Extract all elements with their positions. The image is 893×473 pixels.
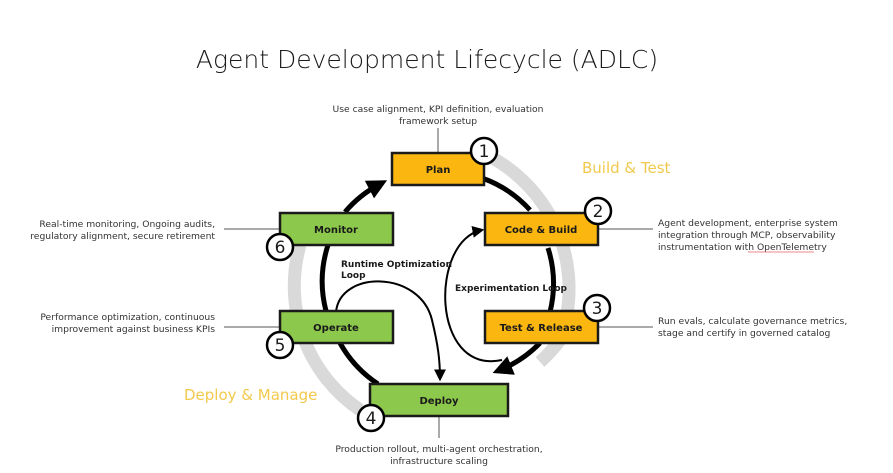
description-plan: Use case alignment, KPI definition, eval…	[333, 104, 544, 127]
stage-box	[368, 382, 510, 418]
cycle-arc-test-to-deploy	[492, 341, 542, 375]
stage-monitor[interactable]: Monitor 6	[265, 211, 395, 262]
stage-label: Monitor	[314, 225, 358, 236]
description-line: improvement against business KPIs	[52, 324, 216, 335]
stage-plan[interactable]: Plan 1	[390, 136, 499, 187]
stage-box	[278, 211, 395, 247]
description-line: infrastructure scaling	[390, 456, 488, 467]
stage-test-release[interactable]: Test & Release 3	[483, 293, 612, 345]
cycle-arc-deploy-to-operate	[337, 341, 380, 387]
description-line: Real-time monitoring, Ongoing audits,	[39, 219, 215, 230]
description-line: integration through MCP, observability	[658, 230, 836, 241]
stage-box	[483, 211, 600, 247]
runtime-loop-label-line1: Runtime Optimization	[341, 260, 452, 270]
step-number: 5	[275, 336, 286, 356]
stage-label: Test & Release	[500, 323, 583, 334]
stage-label: Plan	[426, 165, 451, 176]
description-line: stage and certify in governed catalog	[658, 328, 830, 339]
cycle-arc-monitor-to-plan	[343, 180, 388, 214]
stage-label: Code & Build	[505, 225, 578, 236]
runtime-optimization-loop-arrow	[335, 280, 446, 382]
phase-label-build-test: Build & Test	[582, 159, 671, 177]
description-code-build: Agent development, enterprise system int…	[658, 218, 838, 253]
cycle-arc-operate-to-monitor	[319, 244, 331, 312]
stage-code-build[interactable]: Code & Build 2	[483, 196, 613, 247]
description-line: Use case alignment, KPI definition, eval…	[333, 104, 544, 115]
step-number: 4	[366, 409, 377, 429]
stage-operate[interactable]: Operate 5	[265, 309, 395, 360]
description-line: Agent development, enterprise system	[658, 218, 838, 229]
description-line: Performance optimization, continuous	[40, 312, 215, 323]
stage-box	[483, 309, 600, 345]
stage-label: Operate	[313, 323, 359, 334]
stage-deploy[interactable]: Deploy 4	[356, 382, 510, 433]
description-line: framework setup	[399, 116, 477, 127]
stage-box	[278, 309, 395, 345]
description-line: regulatory alignment, secure retirement	[30, 231, 215, 242]
step-number: 3	[592, 299, 603, 319]
step-number-circle	[265, 330, 295, 360]
description-operate: Performance optimization, continuous imp…	[40, 312, 215, 335]
step-number-circle	[265, 232, 295, 262]
experimentation-loop-arrow	[444, 225, 503, 363]
description-line: instrumentation with OpenTelemetry	[658, 242, 827, 253]
step-number-circle	[583, 196, 613, 226]
stage-box	[390, 151, 486, 187]
runtime-loop-label-line2: Loop	[341, 271, 366, 281]
step-number-circle	[356, 403, 386, 433]
experimentation-loop-label: Experimentation Loop	[455, 284, 567, 294]
stage-label: Deploy	[419, 396, 459, 407]
page-title: Agent Development Lifecycle (ADLC)	[196, 45, 658, 74]
description-deploy: Production rollout, multi-agent orchestr…	[335, 444, 542, 467]
step-number: 1	[479, 142, 490, 162]
phase-label-deploy-manage: Deploy & Manage	[184, 386, 317, 404]
step-number-circle	[469, 136, 499, 166]
description-monitor: Real-time monitoring, Ongoing audits, re…	[30, 219, 215, 242]
step-number: 6	[275, 238, 286, 258]
description-test-release: Run evals, calculate governance metrics,…	[658, 316, 847, 339]
step-number-circle	[582, 293, 612, 323]
description-line: Run evals, calculate governance metrics,	[658, 316, 847, 327]
description-line: Production rollout, multi-agent orchestr…	[335, 444, 542, 455]
cycle-arc-plan-to-code	[481, 175, 532, 212]
cycle-arc-code-to-test	[545, 247, 556, 313]
step-number: 2	[593, 202, 604, 222]
